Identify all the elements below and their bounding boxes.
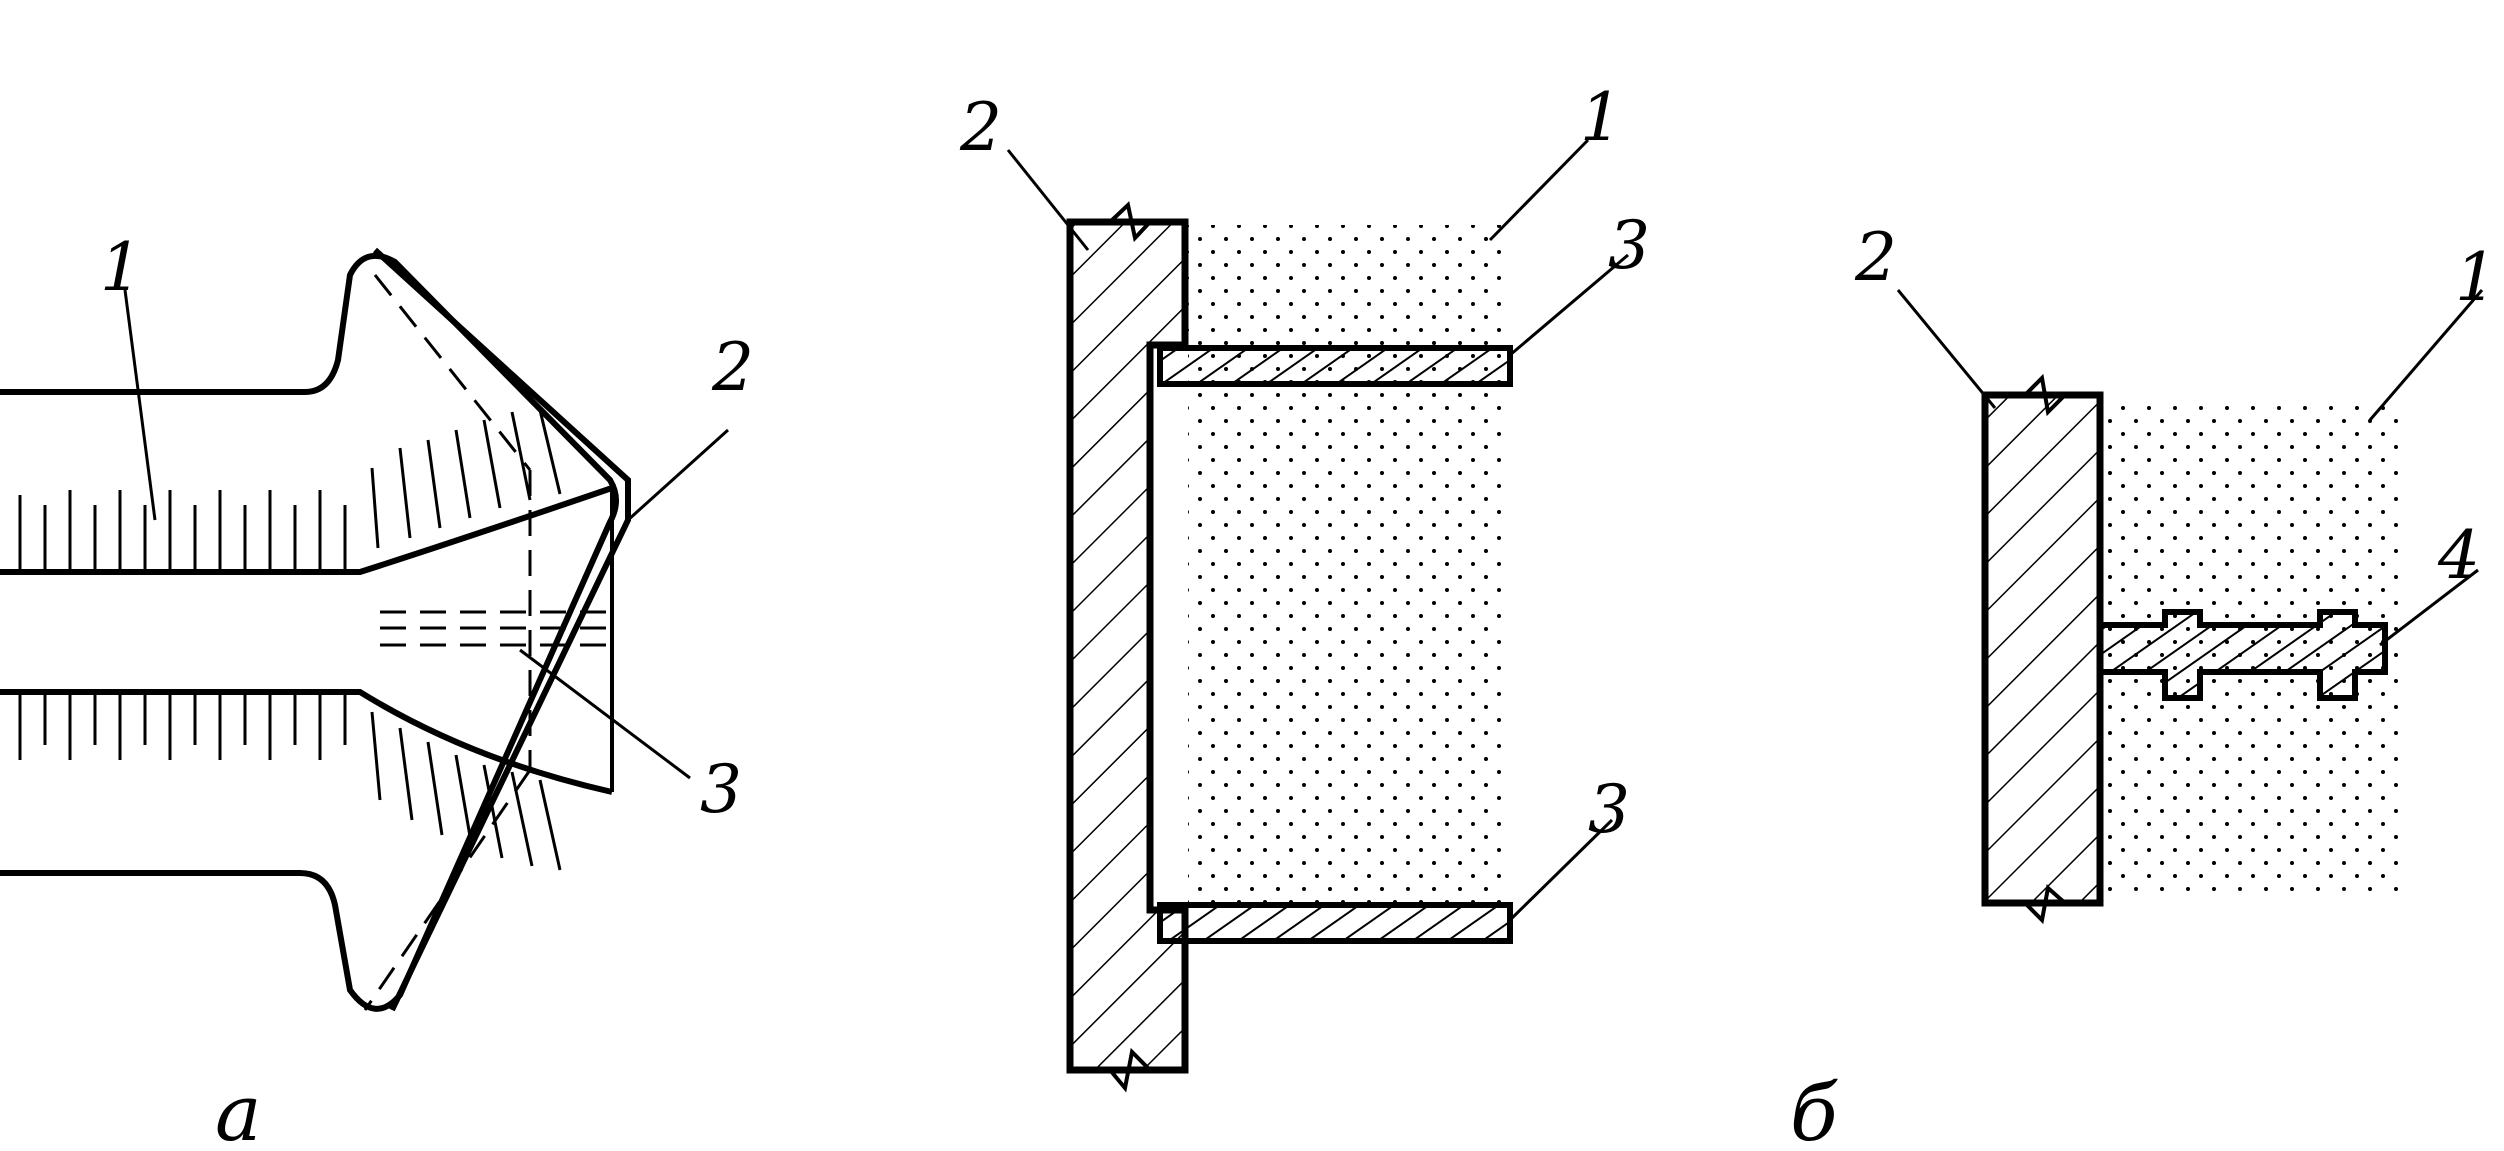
- leaders-b-right: [1896, 289, 2484, 647]
- scale-ticks-lower: [18, 692, 562, 871]
- scale-ticks-upper: [18, 409, 562, 572]
- wall-right: [1981, 391, 2104, 907]
- label-br-2: 2: [1854, 219, 1897, 296]
- leaders-a: [123, 289, 730, 780]
- plate-bottom: [1157, 902, 1513, 944]
- label-br-1: 1: [2455, 239, 2497, 316]
- label-br-4: 4: [2437, 517, 2480, 594]
- break-bottom-right: [2023, 884, 2067, 925]
- outer-body: [0, 252, 619, 1012]
- anchor: [2097, 609, 2388, 701]
- label-bl-3-top: 3: [1608, 207, 1650, 284]
- break-top-right: [2023, 373, 2067, 417]
- label-bl-1: 1: [1580, 79, 1622, 156]
- label-a-3: 3: [700, 751, 742, 828]
- figure-b-left: 2 1 3 3: [959, 79, 1650, 1093]
- caption-b: б: [1790, 1069, 1838, 1151]
- dashed-guides: [363, 274, 610, 1011]
- wall-left: [1066, 218, 1189, 1074]
- inner-channel-lower: [0, 689, 613, 795]
- leaders-b-left: [1006, 138, 1629, 922]
- inner-channel-upper: [0, 485, 613, 575]
- tip-cover: [372, 247, 631, 1012]
- insulation-left: [1188, 225, 1508, 907]
- label-a-2: 2: [711, 329, 754, 406]
- plate-top: [1157, 345, 1513, 387]
- figure-b-right: 2 1 4 б: [1790, 219, 2497, 1151]
- break-bottom-left: [1108, 1047, 1152, 1093]
- break-top-left: [1108, 201, 1152, 243]
- figure-a: 1 2 3 а: [0, 229, 754, 1151]
- label-a-1: 1: [100, 229, 142, 306]
- label-bl-3-bottom: 3: [1588, 771, 1630, 848]
- caption-a: а: [215, 1069, 262, 1151]
- label-bl-2: 2: [959, 89, 1002, 166]
